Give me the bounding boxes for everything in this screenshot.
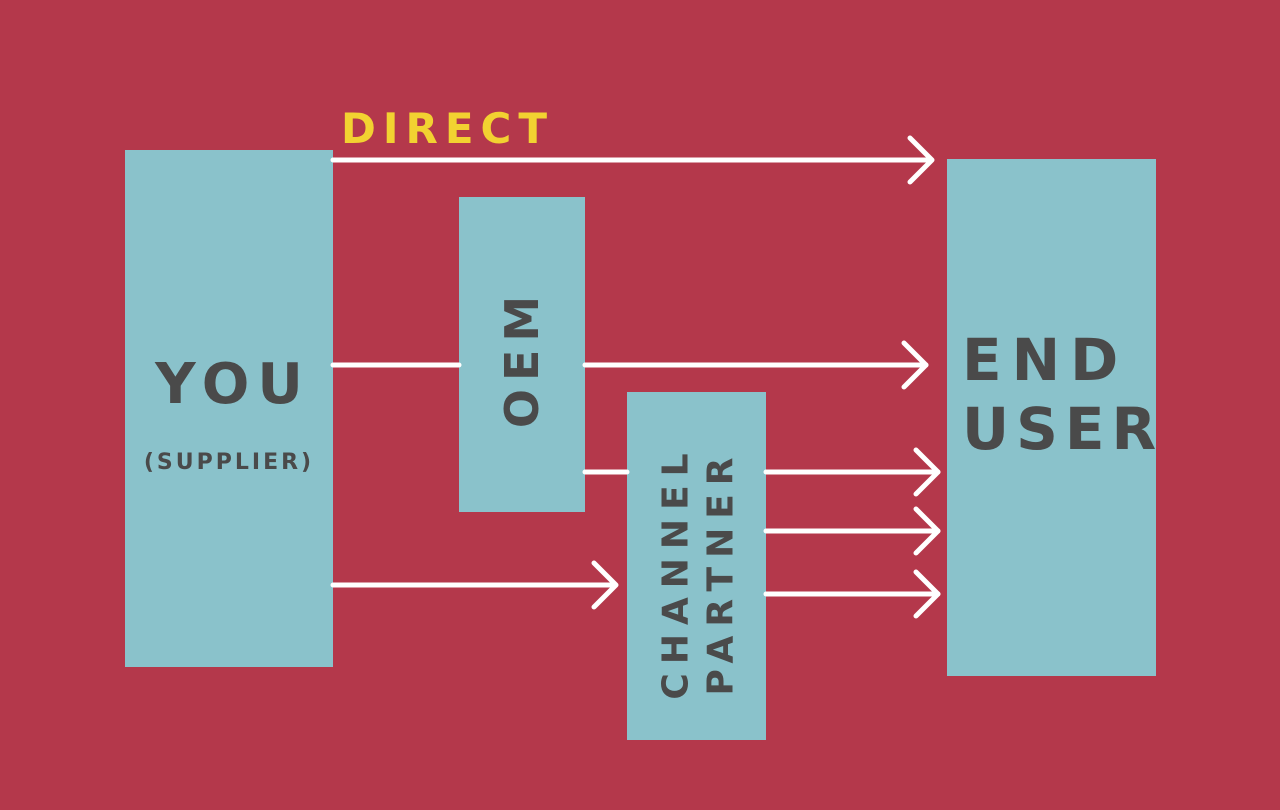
partner-label: PARTNER <box>700 448 742 696</box>
end-user-line-2: USER <box>962 395 1164 463</box>
oem-box <box>459 197 585 512</box>
end-user-line-1: END <box>962 326 1129 394</box>
direct-label: DIRECT <box>341 104 554 153</box>
end-user-box <box>947 159 1156 676</box>
supplier-box <box>125 150 333 667</box>
oem-to-end-user-arrow-head <box>901 340 929 390</box>
channel-to-end-user-arrow-1-head <box>913 447 941 497</box>
supplier-subtitle: (SUPPLIER) <box>143 450 315 475</box>
channel-label: CHANNEL <box>655 444 697 700</box>
channel-to-end-user-arrow-2-head <box>913 506 941 556</box>
oem-label: OEM <box>495 287 549 429</box>
supplier-title: YOU <box>155 352 311 417</box>
channel-to-end-user-arrow-3-head <box>913 569 941 619</box>
you-to-channel-arrow-head <box>591 560 619 610</box>
channel-partner-box <box>627 392 766 740</box>
direct-arrow-head <box>907 135 935 185</box>
